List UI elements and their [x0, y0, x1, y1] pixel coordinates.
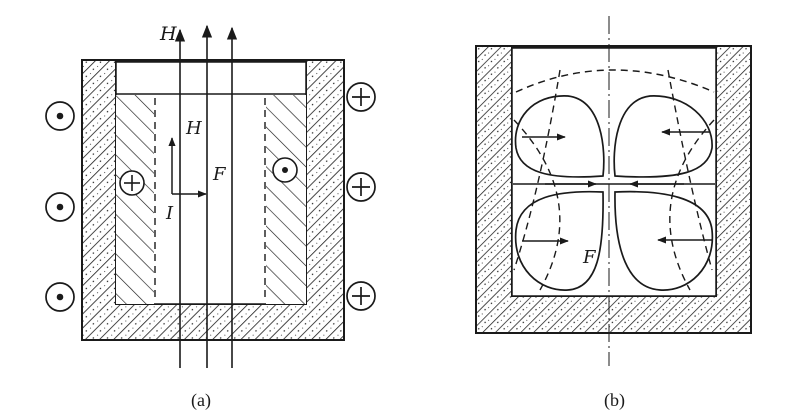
coil-in-3	[346, 281, 376, 311]
vector-h-label: H	[185, 118, 202, 139]
caption-b: (b)	[604, 390, 625, 411]
coil-out-2	[45, 192, 75, 222]
field-dashed-lower-right	[669, 119, 715, 291]
loop-top-right	[613, 95, 713, 178]
field-dashed-lower-left	[513, 119, 561, 291]
force-label-b: F	[582, 247, 597, 268]
charge-left	[116, 95, 154, 304]
current-out-symbol-right	[272, 157, 298, 183]
field-dashed-left	[513, 69, 561, 271]
loop-top-left	[514, 95, 605, 178]
coil-in-2	[346, 172, 376, 202]
meniscus-dashed	[515, 69, 715, 93]
coil-out-1	[45, 101, 75, 131]
current-in-symbol-left	[119, 170, 145, 196]
coil-out-3	[45, 282, 75, 312]
charge-right	[266, 95, 306, 304]
coil-in-1	[346, 82, 376, 112]
panel-a: H H F I	[45, 23, 376, 411]
vector-f-label: F	[212, 164, 227, 185]
field-label-top: H	[159, 23, 177, 45]
loop-bottom-right	[614, 190, 714, 291]
panel-b: F (b)	[475, 16, 752, 411]
loop-bottom-left	[514, 190, 604, 291]
vector-i-label: I	[165, 203, 174, 224]
caption-a: (a)	[191, 390, 211, 411]
